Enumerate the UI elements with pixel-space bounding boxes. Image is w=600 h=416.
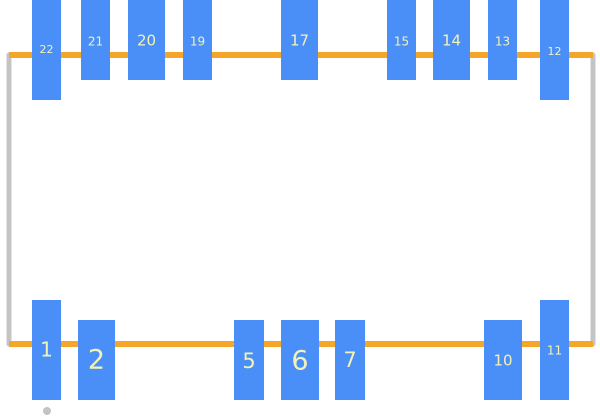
pad-10: 10 [484, 320, 522, 400]
pad-20: 20 [128, 0, 165, 80]
silkscreen-lines [9, 52, 593, 347]
pad-15: 15 [387, 0, 416, 80]
pad-14-label: 14 [442, 32, 461, 50]
pad-22-label: 22 [40, 43, 54, 56]
pad-5-label: 5 [242, 349, 255, 373]
pad-6-copper [281, 320, 319, 400]
pad-21-copper [81, 0, 110, 80]
pad-21-label: 21 [88, 35, 103, 49]
pad-1-copper [32, 300, 61, 400]
pad-2-copper [78, 320, 115, 400]
pad-13-copper [488, 0, 517, 80]
pad-12: 12 [540, 0, 569, 100]
pad-20-copper [128, 0, 165, 80]
pad-6-label: 6 [291, 346, 308, 377]
pad-5: 5 [234, 320, 264, 400]
pad-15-label: 15 [394, 35, 409, 49]
pad-7: 7 [335, 320, 365, 400]
pad-7-label: 7 [343, 348, 356, 372]
pad-12-label: 12 [548, 45, 562, 58]
pin1-dot [43, 407, 51, 415]
pad-19: 19 [183, 0, 212, 80]
pad-5-copper [234, 320, 264, 400]
pad-2-label: 2 [88, 345, 105, 376]
pad-14-copper [433, 0, 470, 80]
pad-2: 2 [78, 320, 115, 400]
pad-12-copper [540, 0, 569, 100]
pad-21: 21 [81, 0, 110, 80]
pad-6: 6 [281, 320, 319, 400]
pad-14: 14 [433, 0, 470, 80]
pad-17: 17 [281, 0, 318, 80]
pad-19-copper [183, 0, 212, 80]
pad-10-label: 10 [493, 352, 512, 370]
pad-17-label: 17 [290, 32, 309, 50]
pad-20-label: 20 [137, 32, 156, 50]
pad-15-copper [387, 0, 416, 80]
pad-22: 22 [32, 0, 61, 100]
pad-1-label: 1 [40, 338, 53, 362]
pad-1: 1 [32, 300, 61, 400]
pad-11: 11 [540, 300, 569, 400]
pad-19-label: 19 [190, 35, 205, 49]
pad-13: 13 [488, 0, 517, 80]
pad-13-label: 13 [495, 35, 510, 49]
pad-17-copper [281, 0, 318, 80]
pad-22-copper [32, 0, 61, 100]
pad-7-copper [335, 320, 365, 400]
pad-11-copper [540, 300, 569, 400]
pad-10-copper [484, 320, 522, 400]
pad-11-label: 11 [547, 344, 562, 358]
component-body-outline [6, 52, 596, 347]
pin1-marker [43, 407, 51, 415]
